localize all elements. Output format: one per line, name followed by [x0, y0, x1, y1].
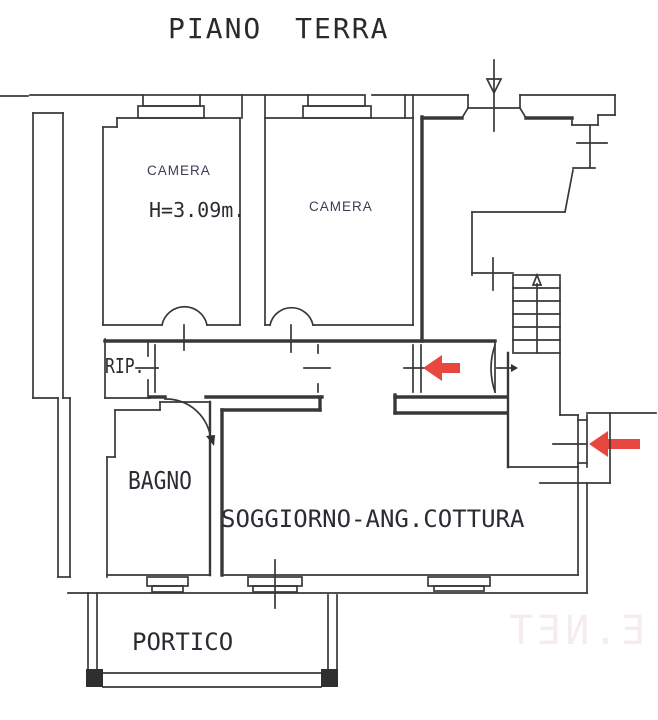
window-icon-camera2 — [302, 94, 372, 119]
room-label-rip: RIP. — [105, 354, 145, 378]
staircase — [512, 272, 561, 354]
door-swing-icon — [490, 343, 497, 394]
small-right-arrow-icon — [511, 364, 518, 372]
portico-column-icon — [86, 669, 103, 687]
red-entry-arrow-icon — [423, 355, 460, 381]
room-label-portico: PORTICO — [132, 628, 234, 656]
window-icon-camera1 — [137, 94, 205, 119]
stair-foot-door — [490, 340, 518, 394]
entrance-down-arrow-icon — [485, 59, 503, 132]
red-entry-arrow-icon — [589, 431, 640, 457]
outer-walls — [0, 94, 616, 594]
door-swing-icon — [268, 306, 315, 327]
page-title: PIANO TERRA — [168, 12, 390, 45]
room-rip-walls — [104, 338, 159, 399]
door-swing-icon — [164, 398, 212, 442]
door-swing-arrow-icon — [206, 435, 215, 446]
room-label-bagno: BAGNO — [128, 466, 192, 495]
room-label-camera2: CAMERA — [309, 199, 373, 214]
vestibule-walls — [506, 351, 657, 484]
room-soggiorno-walls — [220, 393, 579, 577]
corridor-walls — [103, 339, 497, 399]
window-icon-bagno — [146, 576, 189, 593]
height-note: H=3.09m. — [149, 198, 246, 222]
room-camera1-walls — [102, 94, 243, 351]
room-camera2-walls — [264, 94, 414, 353]
room-portico-walls — [86, 592, 338, 688]
door-swing-icon — [160, 305, 209, 327]
room-label-camera1: CAMERA — [147, 163, 211, 178]
entry-hall-walls — [420, 114, 616, 343]
portico-column-icon — [321, 669, 338, 687]
room-bagno-walls — [106, 398, 215, 578]
room-label-soggiorno: SOGGIORNO-ANG.COTTURA — [221, 505, 525, 533]
watermark: E.NET — [505, 608, 646, 654]
window-icon-soggiorno — [427, 576, 491, 592]
stairs-up-arrow-icon — [531, 272, 543, 286]
entry-door-west — [403, 344, 460, 393]
french-window-icon-portico — [247, 559, 303, 609]
